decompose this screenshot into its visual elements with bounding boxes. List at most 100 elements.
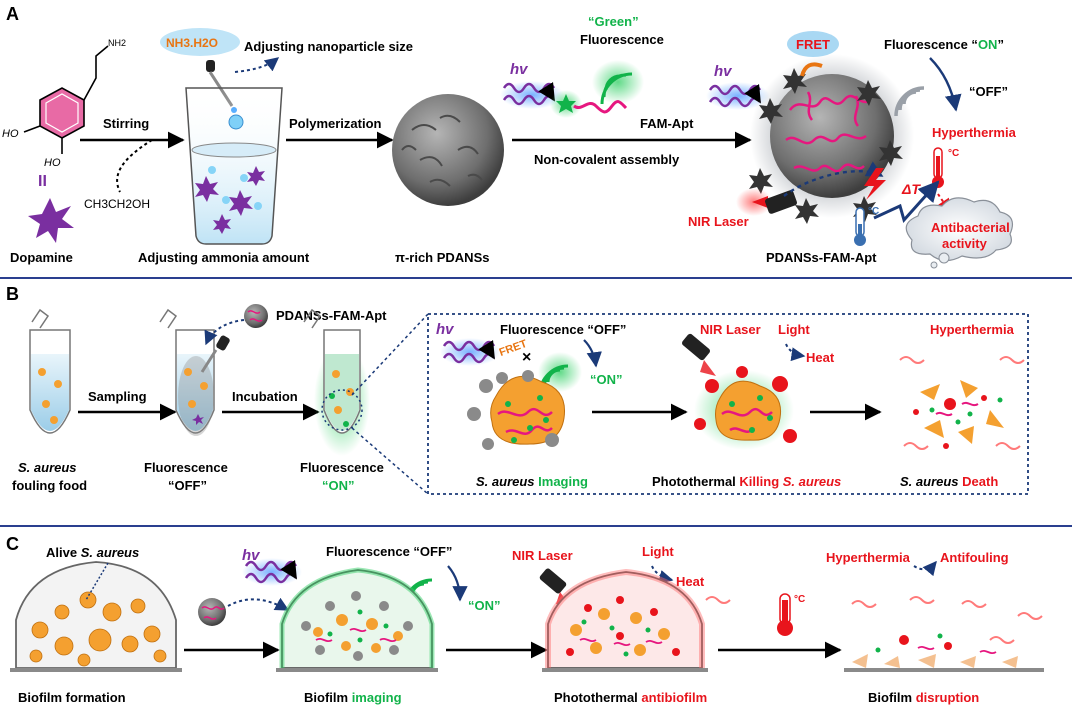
off-caption-b1: “OFF” [168, 478, 207, 493]
adjust-ammonia-caption: Adjusting ammonia amount [138, 250, 310, 265]
panel-letter-b: B [6, 284, 19, 304]
dropper-icon-b [200, 335, 230, 373]
pi-pi-symbol: II [38, 173, 47, 190]
activity-label: activity [942, 236, 988, 251]
pdans-sphere-icon [392, 94, 504, 206]
antibacterial-label: Antibacterial [931, 220, 1010, 235]
heat-label-b: Heat [806, 350, 835, 365]
panel-b: B Sampling S. aureus fouling food [6, 284, 1029, 495]
light-wave-icon-a2 [706, 82, 770, 110]
on-label-c: “ON” [468, 598, 501, 613]
on-label-b: “ON” [590, 372, 623, 387]
off-label-a: “OFF” [969, 84, 1008, 99]
hyperthermia-label-a: Hyperthermia [932, 125, 1017, 140]
pdanss-fam-apt-caption: PDANSs-FAM-Apt [766, 250, 877, 265]
nir-laser-icon-b [682, 333, 716, 376]
fluor-off-label-b: Fluorescence “OFF” [500, 322, 626, 337]
panel-c: C Alive S. aureus hv Fluorescence “OFF” [6, 534, 1044, 705]
probe-arrow-c [227, 597, 290, 611]
nir-laser-label-b: NIR Laser [700, 322, 761, 337]
stirring-label: Stirring [103, 116, 149, 131]
bacteria-imaging-icon [467, 370, 566, 450]
on-caption-b2: “ON” [322, 478, 355, 493]
ethanol-dotted-arrow [116, 139, 153, 193]
nh3-label: NH3.H2O [166, 36, 218, 50]
nh3-cloud [160, 28, 240, 56]
fret-cloud [787, 31, 839, 57]
nh2-label: NH2 [108, 38, 126, 48]
light-heat-arrow-b [785, 343, 806, 362]
hv-label-b: hv [436, 321, 455, 338]
antifouling-label: Antifouling [940, 550, 1009, 565]
tube-icon-2 [159, 308, 215, 436]
light-wave-icon-a1 [500, 81, 564, 109]
thermometer-cold-icon-a [854, 207, 866, 246]
fouling-food-caption: fouling food [12, 478, 87, 493]
thermometer-hot-icon-c [777, 593, 793, 636]
on-off-arrow-a [929, 57, 962, 112]
sampling-label: Sampling [88, 389, 147, 404]
caption-killing-b: Photothermal Killing S. aureus [652, 474, 841, 489]
panel-a: A HO HO NH2 II Stirring CH3CH2OH NH3.H2O… [2, 4, 1017, 269]
caption-death-b: S. aureus Death [900, 474, 998, 489]
heat-label-c: Heat [676, 574, 705, 589]
pi-rich-caption: π-rich PDANSs [395, 250, 489, 265]
s-aureus-caption-1: S. aureus [18, 460, 77, 475]
zoom-line-top [351, 313, 429, 396]
adjust-size-arrow [234, 57, 280, 73]
zoom-line-bottom [351, 427, 429, 495]
panel-letter-a: A [6, 4, 19, 24]
biofilm-formation-icon [10, 561, 182, 672]
fret-blocked-x: × [522, 349, 531, 366]
delta-t-label: ΔT [901, 181, 921, 197]
fam-apt-icon [550, 90, 628, 118]
fluor-off-label-c: Fluorescence “OFF” [326, 544, 452, 559]
ho-label-2: HO [44, 157, 61, 169]
alive-label-c: Alive S. aureus [46, 545, 139, 560]
hyperthermia-label-c: Hyperthermia [826, 550, 911, 565]
fluorescence-caption-b2: Fluorescence [300, 460, 384, 475]
light-label-c: Light [642, 544, 674, 559]
pdanss-particle-icon-b [244, 304, 268, 328]
non-covalent-label: Non-covalent assembly [534, 152, 680, 167]
biofilm-imaging-icon [276, 567, 438, 672]
panel-letter-c: C [6, 534, 19, 554]
green-signal-icon [592, 60, 644, 105]
nir-laser-label-c: NIR Laser [512, 548, 573, 563]
fret-label-a: FRET [796, 37, 830, 52]
add-probe-arrow [204, 319, 245, 346]
caption-c1: Biofilm formation [18, 690, 126, 705]
hv-label-c: hv [242, 547, 261, 564]
hyperthermia-antifouling-arrow [913, 560, 937, 577]
hv-label-a1: hv [510, 61, 529, 78]
celsius-label-c: °C [794, 594, 805, 605]
ethanol-label: CH3CH2OH [84, 197, 150, 211]
celsius-label-a2: °C [868, 206, 879, 217]
fluor-on-label-a: Fluorescence “ON” [884, 37, 1004, 52]
beaker-icon [185, 87, 283, 245]
pdanss-particle-icon-c [198, 598, 226, 626]
dopamine-star-icon [28, 198, 74, 243]
bacteria-death-icon [899, 356, 1025, 450]
caption-imaging-b: S. aureus Imaging [476, 474, 588, 489]
on-arrow-b [583, 339, 602, 368]
pdanss-fam-apt-sphere-icon [749, 54, 914, 224]
on-arrow-c [447, 565, 468, 602]
light-label-b: Light [778, 322, 810, 337]
biofilm-disruption-icon [844, 596, 1044, 672]
pdanss-label-b: PDANSs-FAM-Apt [276, 308, 387, 323]
celsius-label-a1: °C [948, 148, 959, 159]
tube-icon-3 [303, 308, 370, 456]
hyperthermia-label-b: Hyperthermia [930, 322, 1015, 337]
caption-c2: Biofilm imaging [304, 690, 402, 705]
nir-laser-label-a: NIR Laser [688, 214, 749, 229]
dopamine-caption: Dopamine [10, 250, 73, 265]
bacteria-killing-icon [694, 366, 797, 450]
ho-label-1: HO [2, 128, 19, 140]
adjust-size-label: Adjusting nanoparticle size [244, 39, 413, 54]
green-word-label: “Green” [588, 14, 639, 29]
nir-laser-icon-a [736, 188, 797, 216]
caption-c3: Photothermal antibiofilm [554, 690, 707, 705]
fluorescence-caption-b1: Fluorescence [144, 460, 228, 475]
